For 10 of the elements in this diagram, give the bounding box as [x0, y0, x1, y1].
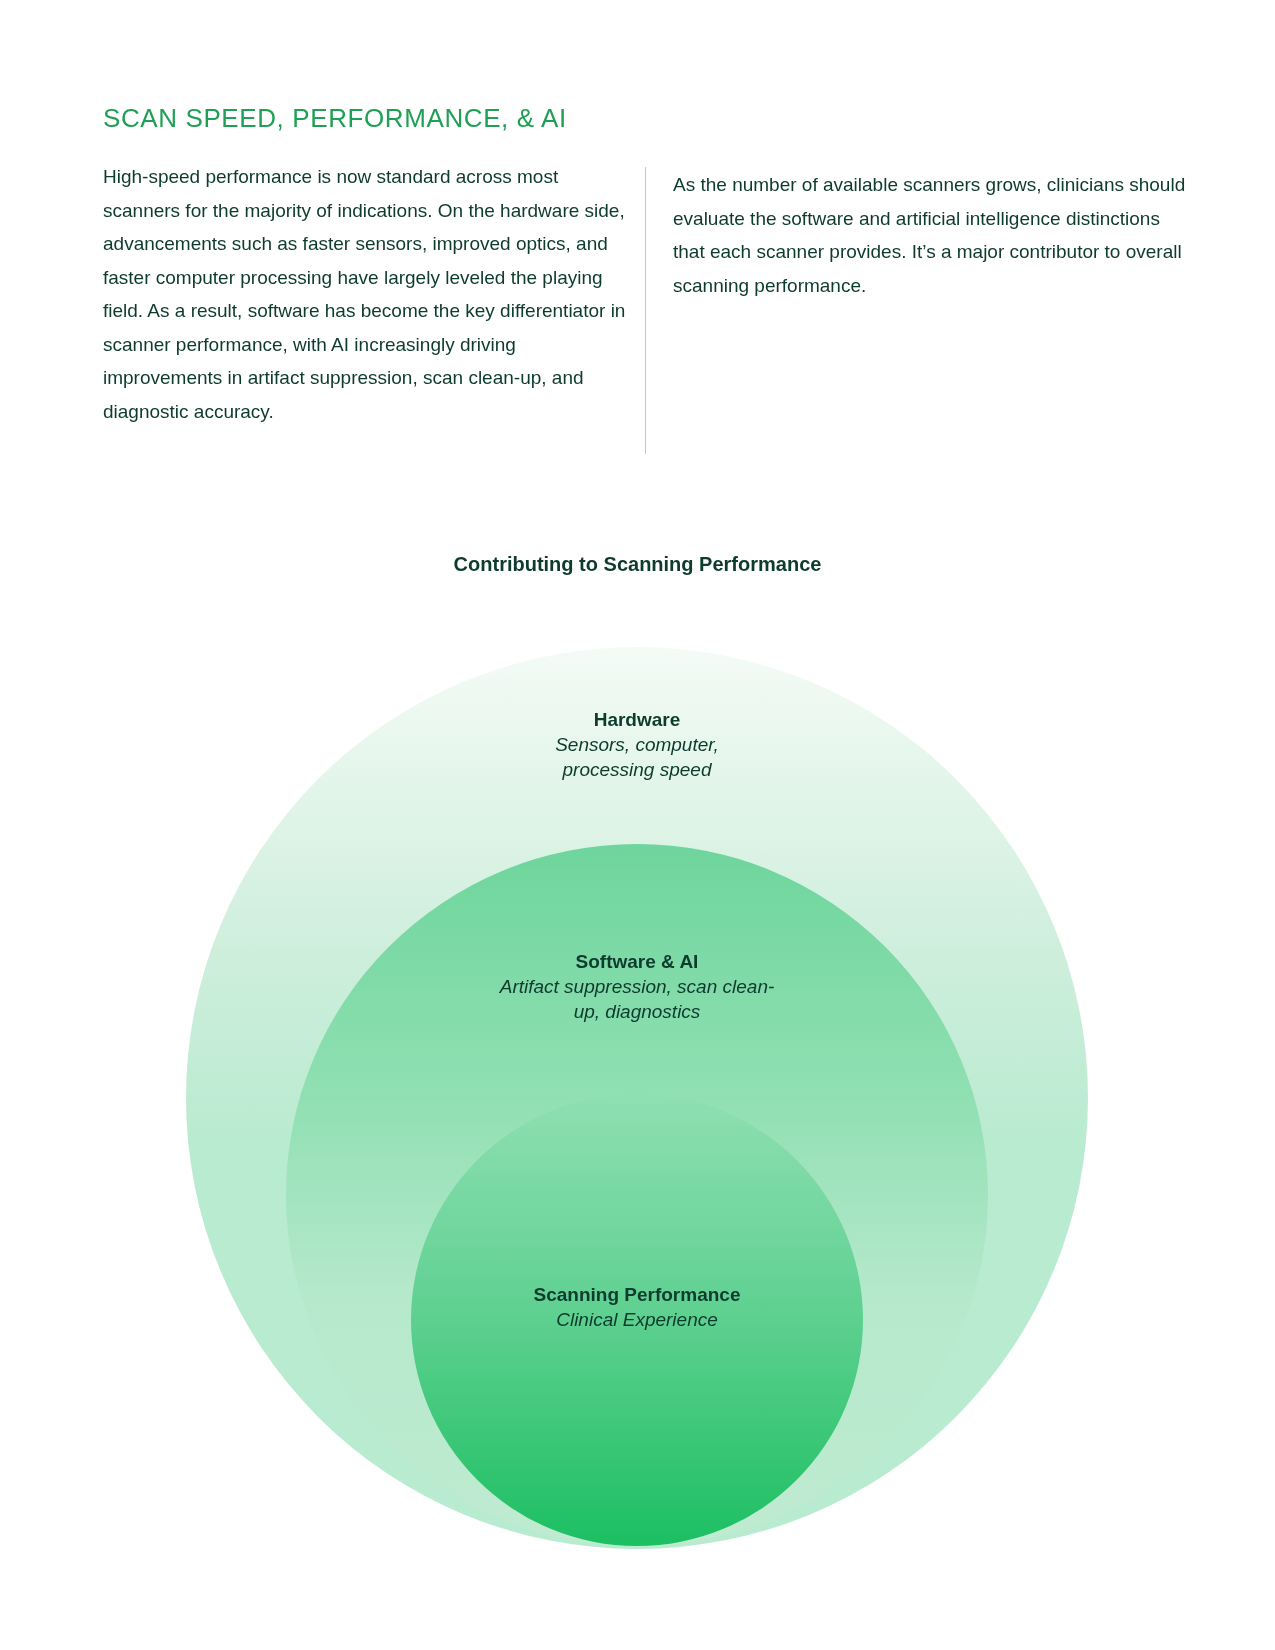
paragraph: As the number of available scanners grows, clinicians should evaluate the software and artificial intelligence distinctions that each scanner provides. It’s a major contributor to overall scanning performance. [673, 173, 1187, 298]
node-heading: Hardware [592, 708, 682, 732]
node-description: Clinical Experience [555, 1308, 719, 1332]
node-heading: Software & AI [574, 950, 700, 974]
node-description: Artifact suppression, scan clean-up, diagnostics [498, 975, 776, 1024]
heading: SCAN SPEED, PERFORMANCE, & AI [103, 103, 567, 134]
chart-title: Contributing to Scanning Performance [452, 553, 823, 576]
node-heading: Scanning Performance [532, 1283, 742, 1307]
node-description: Sensors, computer, processing speed [554, 733, 720, 782]
paragraph: High-speed performance is now standard across most scanners for the majority of indications. On the hardware side, advancements such as faster sensors, improved optics, and faster computer processing have largely leveled the playing field. As a result, software has become the key differentiator in scanner performance, with AI increasingly driving improvements in artifact suppression, scan clean-up, and diagnostic accuracy. [103, 165, 627, 424]
